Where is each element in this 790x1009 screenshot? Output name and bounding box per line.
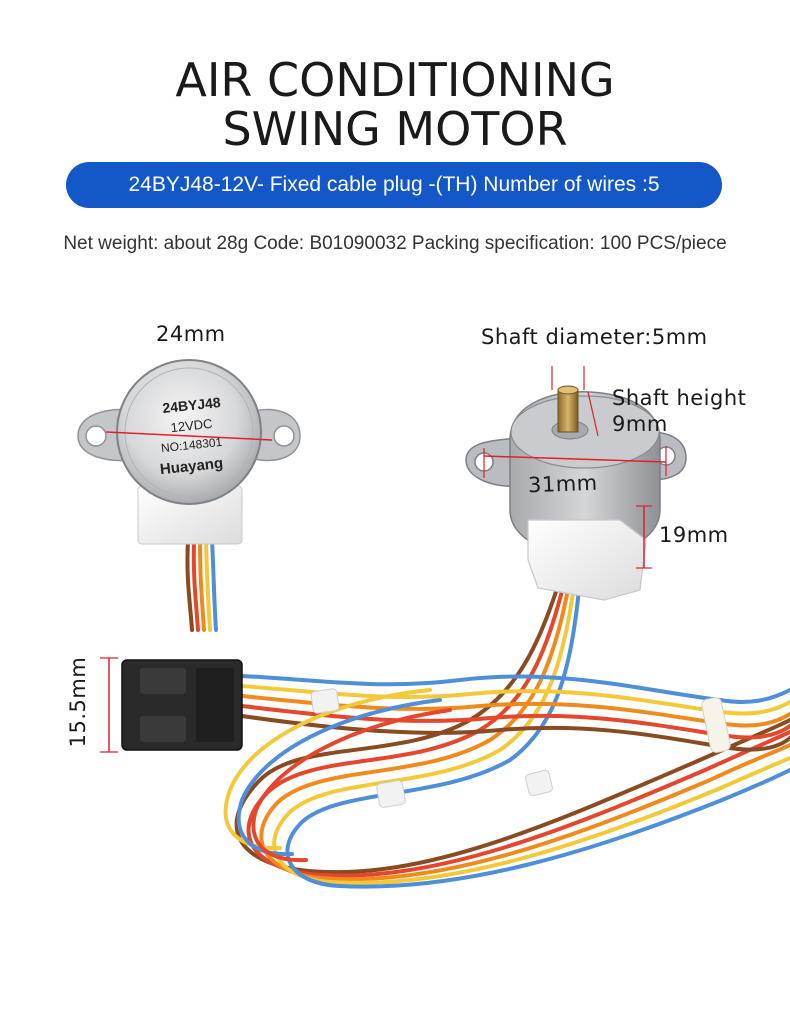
page-title-line1: AIR CONDITIONING xyxy=(175,53,615,107)
wire-harness xyxy=(185,538,790,889)
measure-line-shaft-height xyxy=(587,391,599,437)
cable-sleeves xyxy=(310,688,731,808)
motor-angled-view xyxy=(465,366,687,601)
model-banner: 24BYJ48-12V- Fixed cable plug -(TH) Numb… xyxy=(66,162,722,208)
connector-plug xyxy=(100,657,243,753)
measure-line-24mm xyxy=(105,431,273,441)
motor-label-serial: NO:148301 xyxy=(160,435,223,455)
motor-label-voltage: 12VDC xyxy=(170,416,213,435)
motor-label-model: 24BYJ48 xyxy=(162,394,222,416)
motor-front-view: 24BYJ48 12VDC NO:148301 Huayang xyxy=(77,359,301,545)
spec-line: Net weight: about 28g Code: B01090032 Pa… xyxy=(63,233,727,254)
dim-label-shaft-diameter: Shaft diameter:5mm xyxy=(481,325,708,349)
dim-label-shaft-height-value: 9mm xyxy=(612,412,668,436)
dim-label-31mm: 31mm xyxy=(527,470,599,498)
dim-label-shaft-height: Shaft height xyxy=(612,386,747,410)
measure-line-31mm xyxy=(483,455,667,463)
dim-label-19mm: 19mm xyxy=(659,523,729,547)
motor-label-brand: Huayang xyxy=(159,455,224,479)
dim-label-24mm: 24mm xyxy=(156,322,226,346)
page-title-line2: SWING MOTOR xyxy=(222,102,568,156)
dim-label-15-5mm: 15.5mm xyxy=(66,656,90,748)
